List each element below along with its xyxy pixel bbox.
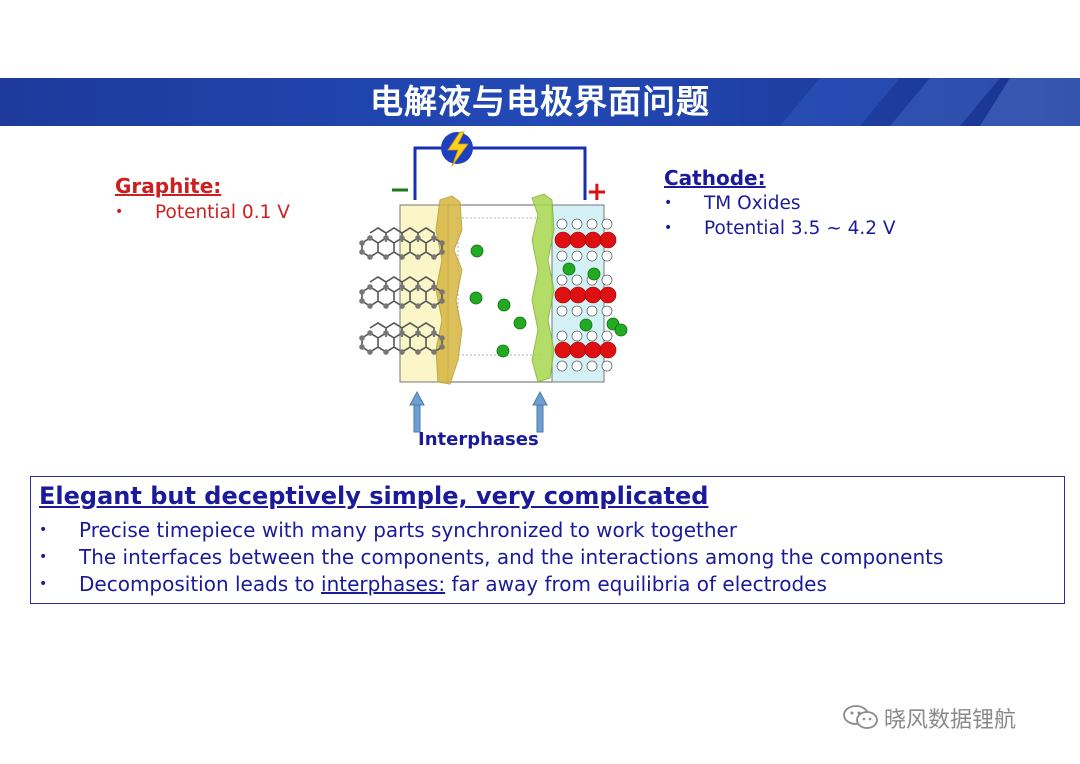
banner-background xyxy=(0,78,1080,126)
circuit-wire xyxy=(413,146,587,200)
list-item: •Potential 3.5 ~ 4.2 V xyxy=(664,218,896,239)
list-item: •TM Oxides xyxy=(664,193,801,214)
positive-terminal-sign: + xyxy=(586,177,608,207)
summary-box: Elegant but deceptively simple, very com… xyxy=(30,476,1065,604)
cathode-oxide-layers xyxy=(554,218,617,372)
battery-cell-diagram: + xyxy=(359,131,628,433)
interphase-arrows xyxy=(409,390,548,433)
list-item: •The interfaces between the components, … xyxy=(39,545,944,569)
title-banner: 电解液与电极界面问题 xyxy=(0,78,1080,126)
cathode-interphase-layer xyxy=(531,193,555,383)
summary-bullets: •Precise timepiece with many parts synch… xyxy=(39,517,943,598)
interphases-label: Interphases xyxy=(418,429,539,450)
list-item: •Precise timepiece with many parts synch… xyxy=(39,518,738,542)
page-title: 电解液与电极界面问题 xyxy=(370,82,710,121)
graphite-atoms xyxy=(359,235,445,355)
bullet-icon: • xyxy=(39,549,48,565)
lithium-ions xyxy=(469,244,628,358)
summary-title: Elegant but deceptively simple, very com… xyxy=(39,482,709,510)
cathode-heading: Cathode: xyxy=(664,166,766,190)
bullet-icon: • xyxy=(664,220,673,236)
lightning-bolt-icon xyxy=(441,131,473,167)
anode-heading: Graphite: xyxy=(115,174,222,198)
list-item: •Decomposition leads to interphases: far… xyxy=(39,572,827,596)
wechat-icon xyxy=(843,705,878,729)
bullet-icon: • xyxy=(39,522,48,538)
cathode-bullets: •TM Oxides •Potential 3.5 ~ 4.2 V xyxy=(664,191,896,241)
watermark-text: 晓风数据锂航 xyxy=(884,708,1017,733)
graphite-layers xyxy=(361,227,443,353)
bullet-icon: • xyxy=(115,204,124,220)
bullet-icon: • xyxy=(664,195,673,211)
anode-bullets: •Potential 0.1 V xyxy=(115,200,290,225)
list-item: •Potential 0.1 V xyxy=(115,202,290,223)
bullet-icon: • xyxy=(39,576,48,592)
